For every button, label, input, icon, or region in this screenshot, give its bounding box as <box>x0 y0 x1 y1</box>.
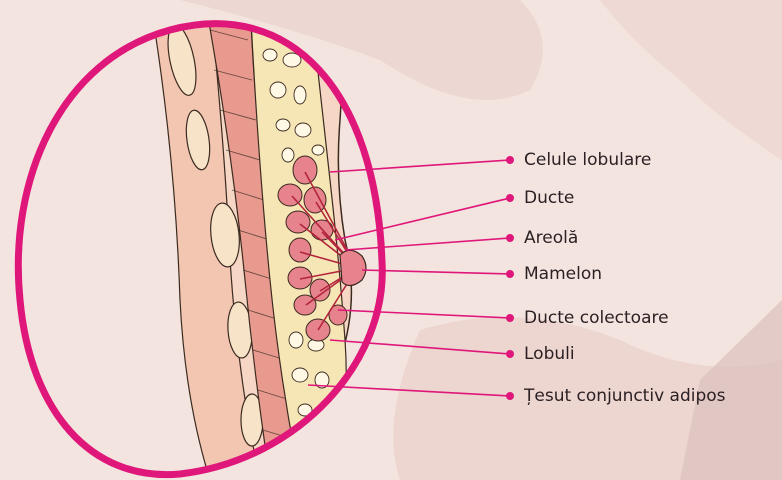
label-areola: Areolă <box>524 228 578 248</box>
label-celule-lobulare: Celule lobulare <box>524 150 651 170</box>
label-ducte: Ducte <box>524 188 574 208</box>
label-ducte-colectoare: Ducte colectoare <box>524 308 669 328</box>
nipple <box>340 250 366 285</box>
label-mamelon: Mamelon <box>524 264 602 284</box>
label-lobuli: Lobuli <box>524 344 575 364</box>
label-tesut-conjunctiv-adipos: Țesut conjunctiv adipos <box>524 386 726 406</box>
